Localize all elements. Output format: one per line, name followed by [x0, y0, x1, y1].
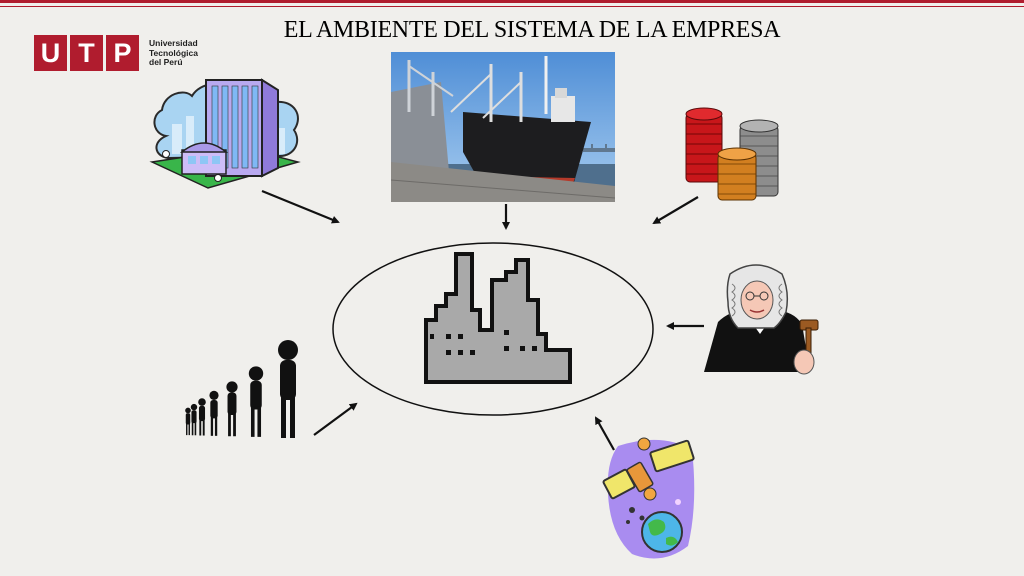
- person-silhouette: [198, 398, 206, 436]
- people-silhouettes-icon: [185, 340, 298, 438]
- top-accent-line: [0, 6, 1024, 7]
- person-silhouette: [226, 381, 238, 437]
- arrow-from-people: [313, 402, 358, 436]
- cargo-ship-photo: [391, 52, 615, 202]
- slide-title: EL AMBIENTE DEL SISTEMA DE LA EMPRESA: [283, 17, 781, 43]
- person-silhouette: [278, 340, 298, 438]
- arrow-from-buildings: [261, 189, 340, 224]
- utp-logo: U T P Universidad Tecnológica del Perú: [34, 35, 204, 75]
- factory-icon: [424, 252, 572, 384]
- arrow-from-coins: [652, 196, 699, 225]
- globe-satellite-icon: [602, 437, 695, 559]
- person-silhouette: [209, 390, 219, 436]
- office-buildings-icon: [149, 78, 301, 189]
- person-silhouette: [185, 407, 191, 436]
- logo-university-name: Universidad Tecnológica del Perú: [149, 38, 198, 67]
- logo-letter-p: P: [106, 35, 139, 71]
- company-system-ellipse: [332, 242, 654, 416]
- person-silhouette: [248, 366, 264, 437]
- logo-letter-u: U: [34, 35, 67, 71]
- arrow-from-globe: [595, 416, 615, 451]
- person-silhouette: [190, 403, 198, 436]
- logo-letter-t: T: [70, 35, 103, 71]
- judge-with-gavel-icon: [704, 264, 819, 375]
- coin-stacks-icon: [685, 107, 779, 201]
- top-accent-bar: [0, 0, 1024, 3]
